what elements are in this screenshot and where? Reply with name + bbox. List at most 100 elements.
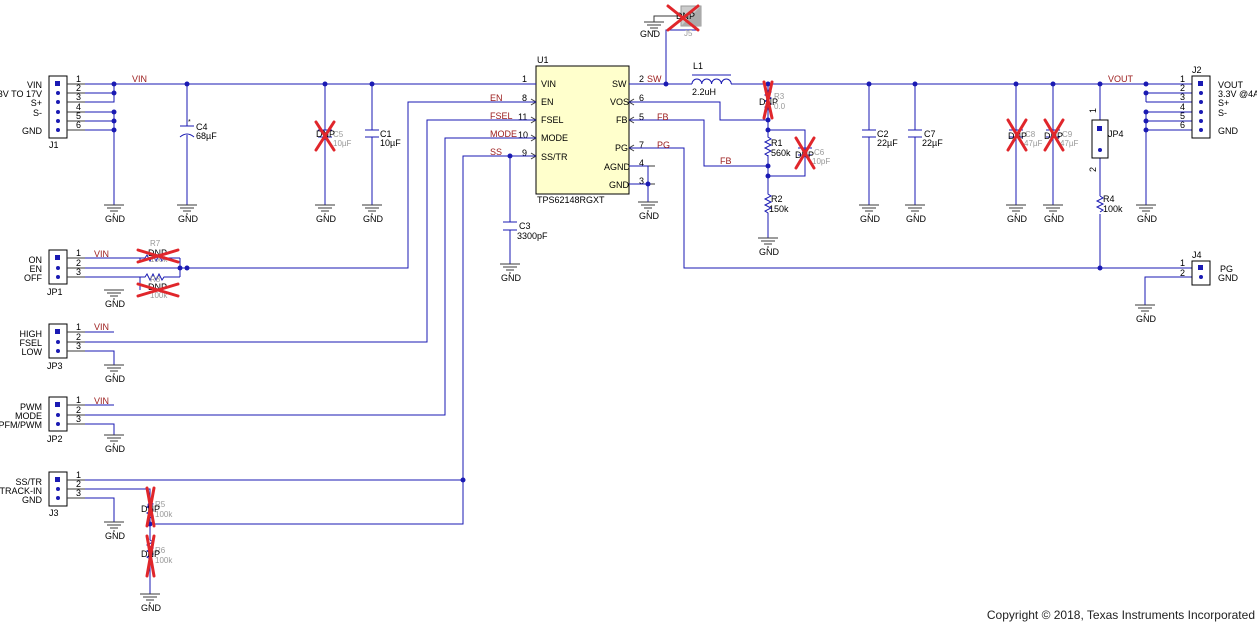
- capacitor-c7: C7 22µF: [908, 129, 943, 148]
- part-value: 47µF: [1024, 139, 1043, 148]
- jumper-jp1: 1 2 3 JP1 ON EN OFF: [24, 248, 85, 297]
- ic-pin-num: 11: [518, 112, 527, 122]
- connector-j2: 1 2 3 4 5 6 J2 VOUT 3.3V @4A S+ S- GND: [1180, 65, 1257, 139]
- gnd-label: GND: [316, 214, 337, 224]
- connector-label: S-: [1218, 108, 1227, 118]
- part-ref: C2: [877, 129, 889, 139]
- ic-ref: U1: [537, 55, 549, 65]
- connector-label: GND: [1218, 126, 1239, 136]
- net-pg: PG: [657, 140, 670, 150]
- resistor-r1: R1 560k: [763, 130, 791, 166]
- capacitor-c4: * C4 68µF: [179, 119, 217, 141]
- connector-label: TRACK-IN: [0, 486, 42, 496]
- resistor-r8: R8 100k DNP: [136, 272, 180, 300]
- ic-u1: U1 TPS62148RGXT VIN EN FSEL MODE SS/TR 1…: [508, 55, 660, 205]
- gnd-label: GND: [105, 374, 126, 384]
- ic-pin-num: 8: [522, 93, 527, 103]
- part-value: 3300pF: [517, 231, 548, 241]
- part-value: 100k: [155, 556, 173, 565]
- pin-num: 1: [76, 470, 81, 480]
- ic-pin-num: 6: [639, 93, 644, 103]
- pin-num: 1: [1088, 108, 1098, 113]
- part-value: 22µF: [877, 138, 898, 148]
- net-vin-jp1: VIN: [94, 249, 109, 259]
- net-labels: VIN VOUT SW FB FB PG EN FSEL MODE SS VIN…: [94, 74, 1134, 406]
- net-fb: FB: [657, 112, 669, 122]
- capacitor-c6: C6 10pF DNP: [794, 136, 830, 170]
- capacitor-c1: C1 10µF: [365, 129, 401, 148]
- ic-pin-num: 3: [639, 176, 644, 186]
- net-sw: SW: [647, 74, 662, 84]
- resistor-r4: R4 100k: [1095, 194, 1123, 214]
- jumper-label: ON: [29, 255, 43, 265]
- gnd-symbol: GND: [905, 204, 927, 224]
- connector-label: GND: [1218, 273, 1239, 283]
- jumper-jp2: 1 2 3 JP2 PWM MODE PFM/PWM: [0, 395, 85, 444]
- net-mode: MODE: [490, 129, 517, 139]
- connector-j3: 1 2 3 J3 SS/TR TRACK-IN GND: [0, 470, 85, 518]
- part-value: 0.0: [774, 102, 786, 111]
- connector-label: SS/TR: [15, 477, 42, 487]
- jumper-ref: JP1: [47, 287, 63, 297]
- pin-num: 3: [76, 92, 81, 102]
- net-ss: SS: [490, 147, 502, 157]
- part-value: 10µF: [380, 138, 401, 148]
- pin-num: 6: [76, 120, 81, 130]
- connector-ref: J4: [1192, 250, 1202, 260]
- part-ref: R5: [155, 500, 166, 509]
- pin-num: 4: [76, 102, 81, 112]
- part-ref: L1: [693, 61, 703, 71]
- part-value: 68µF: [196, 131, 217, 141]
- gnd-symbol: GND: [859, 204, 881, 224]
- gnd-symbol: GND: [1006, 204, 1028, 224]
- gnd-label: GND: [1007, 214, 1028, 224]
- ic-pin-name: SS/TR: [541, 152, 568, 162]
- gnd-symbol: GND: [140, 593, 162, 613]
- pin-num: 2: [76, 479, 81, 489]
- pin-num: 2: [76, 258, 81, 268]
- resistor-r5: R5 100k DNP: [141, 486, 173, 528]
- gnd-symbol: GND: [500, 263, 522, 283]
- gnd-symbol: GND: [638, 201, 660, 221]
- ic-pin-name: PG: [615, 143, 628, 153]
- gnd-label: GND: [860, 214, 881, 224]
- gnd-symbol: GND: [362, 204, 384, 224]
- jumper-label: HIGH: [20, 329, 43, 339]
- jumper-label: PFM/PWM: [0, 420, 42, 430]
- connector-label: S+: [1218, 98, 1229, 108]
- ic-pin-num: 9: [522, 148, 527, 158]
- pin-num: 3: [76, 414, 81, 424]
- pin-num: 3: [1180, 92, 1185, 102]
- jumper-label: OFF: [24, 273, 42, 283]
- pin-num: 3: [76, 267, 81, 277]
- part-ref: R8: [150, 275, 161, 284]
- resistor-r6: R6 100k DNP: [141, 534, 173, 578]
- jumper-label: LOW: [21, 347, 42, 357]
- gnd-symbol: GND: [1136, 204, 1158, 224]
- gnd-label: GND: [1044, 214, 1065, 224]
- ic-pin-name: FSEL: [541, 115, 564, 125]
- resistor-r7: R7 100k DNP: [136, 239, 180, 264]
- gnd-label: GND: [105, 444, 126, 454]
- resistor-r3: R3 0.0 DNP: [759, 80, 786, 120]
- part-ref: R7: [150, 239, 161, 248]
- ic-pin-name: MODE: [541, 133, 568, 143]
- part-value: 2.2uH: [692, 87, 716, 97]
- pin-num: 4: [1180, 102, 1185, 112]
- ground-symbols: GND GND GND GND GND GND GND GND GND GND GND GND GND G…: [104, 201, 1158, 613]
- part-value: 100k: [155, 510, 173, 519]
- net-fsel: FSEL: [490, 111, 513, 121]
- gnd-symbol: GND: [104, 521, 126, 541]
- part-ref: R4: [1103, 194, 1115, 204]
- capacitor-c8: C8 47µF DNP: [1006, 118, 1043, 152]
- part-ref: R1: [771, 138, 783, 148]
- ic-pin-num: 10: [518, 130, 528, 140]
- part-value: 22µF: [922, 138, 943, 148]
- gnd-symbol: GND: [758, 237, 780, 257]
- connector-j4: 1 2 J4 PG GND: [1180, 250, 1239, 286]
- gnd-symbol: GND: [104, 434, 126, 454]
- gnd-label: GND: [105, 531, 126, 541]
- jumper-jp4: 1 2 JP4: [1088, 108, 1124, 172]
- ic-pin-num: 1: [522, 74, 527, 84]
